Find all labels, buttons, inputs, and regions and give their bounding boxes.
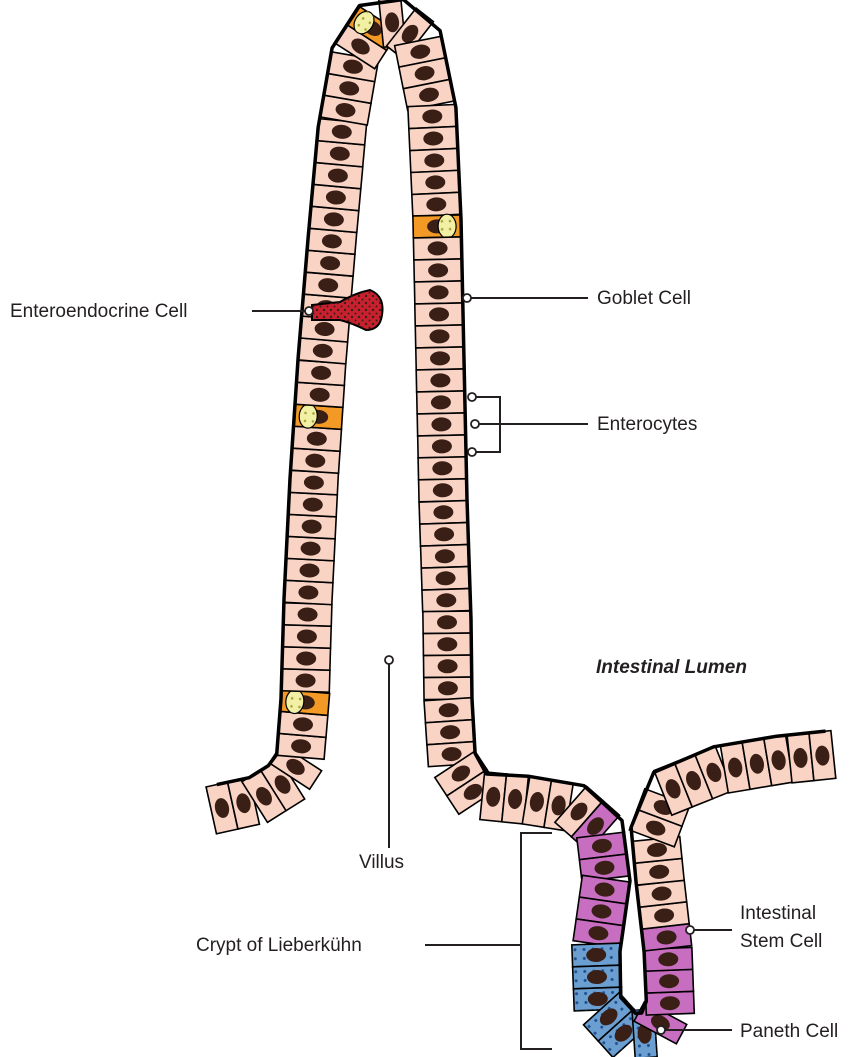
label-intestinal-lumen: Intestinal Lumen — [596, 657, 747, 678]
enterocyte-cell — [418, 457, 466, 480]
enterocyte-cell — [414, 281, 462, 304]
enterocyte-cell — [283, 625, 332, 648]
enterocyte-cell — [422, 589, 471, 613]
enterocyte-cell — [415, 325, 463, 348]
enterocyte-cell — [423, 655, 471, 678]
enterocyte-cell — [416, 347, 464, 370]
enterocyte-cell — [809, 731, 836, 781]
enterocyte-cell — [423, 633, 471, 656]
enterocyte-cell — [289, 470, 338, 494]
enterocyte-cell — [286, 536, 335, 560]
enterocyte-cell — [411, 170, 460, 194]
enterocyte-cell — [413, 237, 461, 260]
enterocyte-cell — [415, 303, 463, 326]
label-paneth-cell: Paneth Cell — [740, 1021, 838, 1042]
label-goblet-cell: Goblet Cell — [597, 288, 691, 309]
paneth-cell — [572, 943, 621, 967]
enterocyte-cell — [285, 558, 334, 582]
paneth-cell — [573, 965, 622, 989]
enterocyte-cell — [287, 514, 336, 538]
enterocyte-cell — [292, 426, 341, 451]
enterocyte-cell — [283, 603, 332, 626]
enterocyte-cell — [409, 126, 458, 150]
enterocyte-cell — [419, 501, 468, 525]
enterocyte-cell — [295, 382, 344, 407]
enterocyte-cell — [424, 677, 472, 700]
enterocyte-cell — [288, 492, 337, 516]
label-intestinal-stem-cell-line2: Stem Cell — [740, 931, 822, 952]
enterocyte-cell — [408, 104, 457, 128]
enterocyte-cell — [284, 580, 333, 604]
label-enteroendocrine-cell: Enteroendocrine Cell — [10, 301, 187, 322]
enterocyte-cell — [291, 448, 340, 473]
intestinal-stem-cell — [646, 991, 695, 1015]
enterocyte-cell — [414, 259, 462, 282]
enterocyte-cell — [421, 545, 470, 569]
enterocyte-cell — [423, 611, 471, 634]
label-intestinal-stem-cell-line1: Intestinal — [740, 903, 816, 924]
enterocyte-cell — [420, 523, 469, 547]
enterocyte-cell — [418, 435, 466, 458]
enterocyte-cell — [425, 720, 474, 745]
enterocyte-cell — [281, 669, 330, 692]
label-villus: Villus — [359, 852, 404, 873]
enterocyte-cell — [417, 413, 465, 436]
intestinal-stem-cell — [645, 969, 694, 993]
enterocyte-cell — [421, 567, 470, 591]
enterocyte-cell — [417, 391, 465, 414]
enterocyte-cell — [410, 148, 459, 172]
label-enterocytes: Enterocytes — [597, 414, 697, 435]
enterocyte-cell — [296, 360, 345, 385]
enterocyte-cell — [416, 369, 464, 392]
enterocyte-cell — [412, 192, 461, 216]
goblet-cell — [413, 214, 461, 239]
label-crypt-of-lieberkuhn: Crypt of Lieberkühn — [196, 935, 362, 956]
enterocyte-cell — [282, 647, 331, 670]
enterocyte-cell — [424, 698, 473, 723]
enterocyte-cell — [419, 479, 467, 502]
